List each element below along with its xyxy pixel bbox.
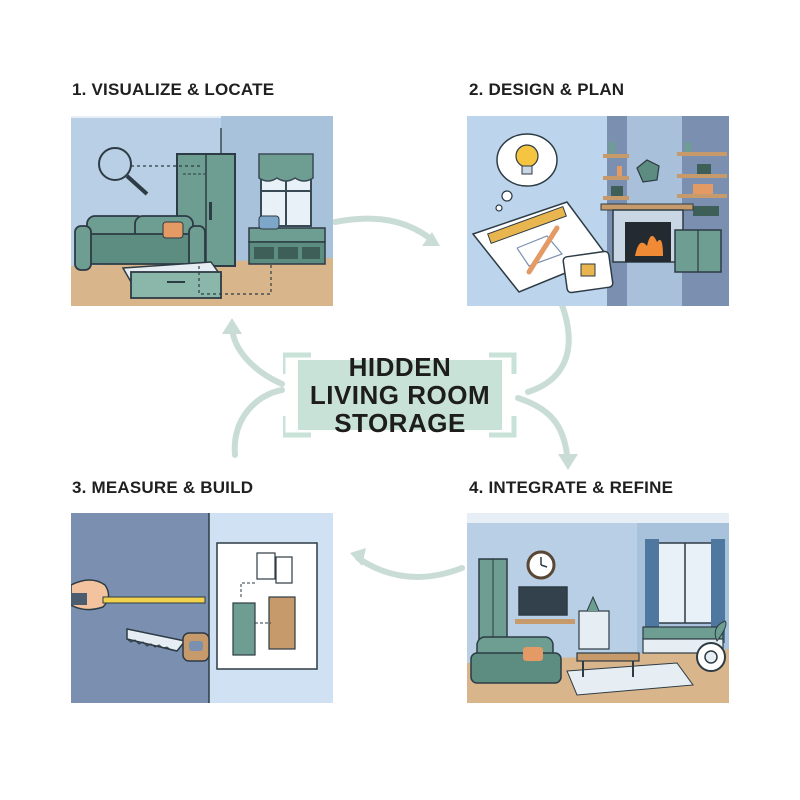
armchair [470,636,562,684]
tablet [562,250,614,294]
leaf-icon [714,620,727,642]
living-room-illustration [71,116,333,306]
shelves-right [677,142,727,216]
center-title-box: HIDDEN LIVING ROOM STORAGE [298,353,502,437]
hand-with-tape-measure [71,579,206,611]
step-2-title: 2. DESIGN & PLAN [469,80,625,99]
arrowhead-4 [222,318,242,334]
center-title: HIDDEN LIVING ROOM STORAGE [309,352,491,438]
design-plan-illustration [467,116,729,306]
hand-saw [126,628,210,662]
lightbulb-icon [515,144,539,168]
arrow-2-to-4 [525,302,572,395]
measure-build-illustration [71,513,333,703]
tv [518,586,568,616]
fireplace [600,203,694,263]
magnifier-icon [98,147,149,196]
arrowhead-2 [558,454,578,470]
assembly-diagram [216,542,318,670]
arrow-1-to-2 [332,215,435,243]
step-1-title: 1. VISUALIZE & LOCATE [72,80,275,99]
shelves-left [603,142,629,200]
step-4-title: 4. INTEGRATE & REFINE [469,478,674,497]
panel-visualize-locate [71,116,333,306]
panel-measure-build [71,513,333,703]
panel-design-plan [467,116,729,306]
window [258,153,314,227]
step-3-title: 3. MEASURE & BUILD [72,478,254,497]
idea-bubble [495,133,558,212]
arrowhead-3 [350,548,366,566]
arrow-2-to-4-b [515,395,571,465]
finished-room-illustration [467,513,729,703]
sofa [74,215,206,271]
panel-integrate-refine [467,513,729,703]
gear-icon [696,620,727,672]
arrow-3-to-1 [231,387,285,458]
arrow-4-to-3 [355,555,465,580]
arrowhead-1 [422,232,440,246]
title-frame [283,352,517,438]
wall-clock [526,550,556,580]
pull-out-drawer [121,261,223,299]
window-seat-storage [248,215,326,265]
